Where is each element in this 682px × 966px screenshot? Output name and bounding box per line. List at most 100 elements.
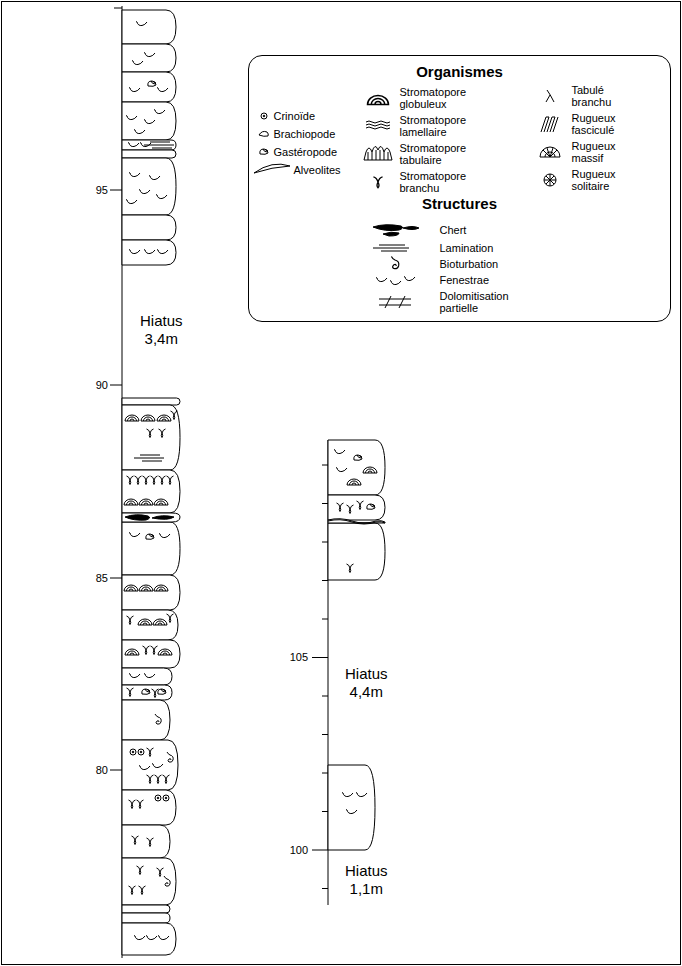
legend-text: Rugueux fasciculé bbox=[572, 112, 616, 136]
hiatus-label: Hiatus 3,4m bbox=[140, 312, 183, 348]
fossil-symbol bbox=[155, 795, 161, 801]
bed bbox=[122, 72, 176, 102]
bed bbox=[122, 405, 180, 470]
legend-text: Lamination bbox=[440, 242, 494, 254]
fossil-symbol bbox=[158, 936, 169, 940]
fossil-symbol bbox=[163, 775, 170, 784]
bed bbox=[122, 10, 176, 44]
chert-nodule bbox=[152, 516, 174, 520]
fossil-symbol bbox=[134, 936, 145, 940]
fossil-symbol bbox=[155, 714, 161, 724]
bed bbox=[122, 685, 172, 700]
hiatus-label: Hiatus 1,1m bbox=[345, 862, 388, 898]
bed bbox=[122, 905, 170, 913]
fossil-symbol bbox=[363, 467, 377, 473]
bed bbox=[122, 102, 176, 140]
bed bbox=[122, 740, 178, 790]
fossil-symbol bbox=[155, 775, 162, 784]
bed bbox=[122, 398, 180, 405]
fossil-symbol bbox=[347, 479, 361, 485]
fossil-symbol bbox=[152, 764, 163, 768]
fossil-symbol bbox=[147, 748, 154, 757]
fossil-symbol bbox=[159, 429, 166, 438]
fossil-symbol bbox=[151, 646, 158, 655]
fossil-symbol bbox=[367, 504, 375, 509]
fossil-symbol bbox=[132, 61, 143, 65]
fossil-symbol bbox=[356, 793, 367, 797]
fossil-symbol bbox=[125, 649, 139, 655]
fossil-symbol bbox=[138, 749, 144, 755]
fossil-symbol bbox=[347, 564, 354, 573]
fossil-symbol bbox=[149, 176, 160, 180]
fossil-symbol bbox=[132, 836, 139, 845]
bed bbox=[122, 610, 178, 640]
fossil-symbol bbox=[139, 585, 153, 591]
fossil-symbol bbox=[154, 585, 168, 591]
bed bbox=[122, 240, 176, 265]
fossil-symbol bbox=[144, 53, 155, 57]
fossil-symbol bbox=[125, 415, 139, 421]
fossil-symbol bbox=[129, 250, 140, 254]
fossil-symbol bbox=[167, 476, 174, 485]
chert-nodule bbox=[125, 515, 150, 520]
legend-heading: Structures bbox=[249, 195, 670, 213]
bed bbox=[122, 668, 172, 685]
fossil-symbol bbox=[126, 200, 137, 204]
fossil-symbol bbox=[135, 476, 142, 485]
bed bbox=[122, 140, 176, 150]
fossil-symbol bbox=[163, 795, 169, 801]
fossil-symbol bbox=[142, 689, 150, 694]
depth-axis bbox=[110, 6, 122, 958]
fossil-symbol bbox=[139, 886, 146, 895]
fossil-symbol bbox=[357, 501, 364, 510]
fossil-symbol bbox=[146, 936, 157, 940]
fossil-symbol bbox=[129, 886, 136, 895]
fossil-symbol bbox=[126, 116, 137, 120]
fossil-symbol bbox=[127, 616, 134, 625]
bed bbox=[122, 158, 176, 215]
fossil-symbol bbox=[157, 868, 164, 877]
bed bbox=[122, 858, 176, 905]
legend-text: Rugueux massif bbox=[572, 140, 616, 164]
bed bbox=[122, 522, 180, 575]
fossil-symbol bbox=[141, 415, 155, 421]
bed bbox=[122, 640, 180, 668]
fossil-symbol bbox=[158, 689, 166, 694]
fossil-symbol bbox=[354, 455, 362, 460]
depth-label: 80 bbox=[96, 764, 108, 777]
fossil-symbol bbox=[129, 88, 140, 92]
fossil-symbol bbox=[129, 533, 140, 537]
bed bbox=[122, 923, 176, 955]
fossil-symbol bbox=[143, 476, 150, 485]
bed bbox=[122, 913, 170, 923]
hiatus-label: Hiatus 4,4m bbox=[345, 665, 388, 701]
bed bbox=[122, 825, 170, 858]
legend-text: Chert bbox=[440, 224, 467, 236]
fossil-symbol bbox=[124, 585, 138, 591]
fossil-symbol bbox=[336, 468, 347, 472]
bed bbox=[122, 790, 176, 825]
fossil-symbol bbox=[129, 674, 140, 678]
legend-text: Stromatopore globuleux bbox=[400, 86, 467, 110]
fossil-symbol bbox=[134, 455, 164, 461]
depth-label: 100 bbox=[290, 844, 308, 857]
fossil-symbol bbox=[147, 429, 154, 438]
bed bbox=[122, 150, 176, 158]
fossil-symbol bbox=[137, 866, 144, 875]
fossil-symbol bbox=[157, 88, 168, 92]
fossil-symbol bbox=[346, 810, 357, 814]
fossil-symbol bbox=[144, 120, 155, 124]
fossil-symbol bbox=[144, 250, 155, 254]
legend-text: Rugueux solitaire bbox=[572, 168, 616, 192]
fossil-symbol bbox=[128, 143, 139, 147]
legend-text: Brachiopode bbox=[274, 128, 336, 140]
depth-label: 105 bbox=[290, 651, 308, 664]
fossil-symbol bbox=[164, 876, 170, 886]
fossil-symbol bbox=[347, 505, 354, 514]
fossil-symbol bbox=[139, 190, 150, 194]
fossil-symbol bbox=[342, 793, 353, 797]
fossil-symbol bbox=[153, 619, 167, 625]
depth-label: 90 bbox=[96, 379, 108, 392]
bed bbox=[328, 440, 385, 495]
